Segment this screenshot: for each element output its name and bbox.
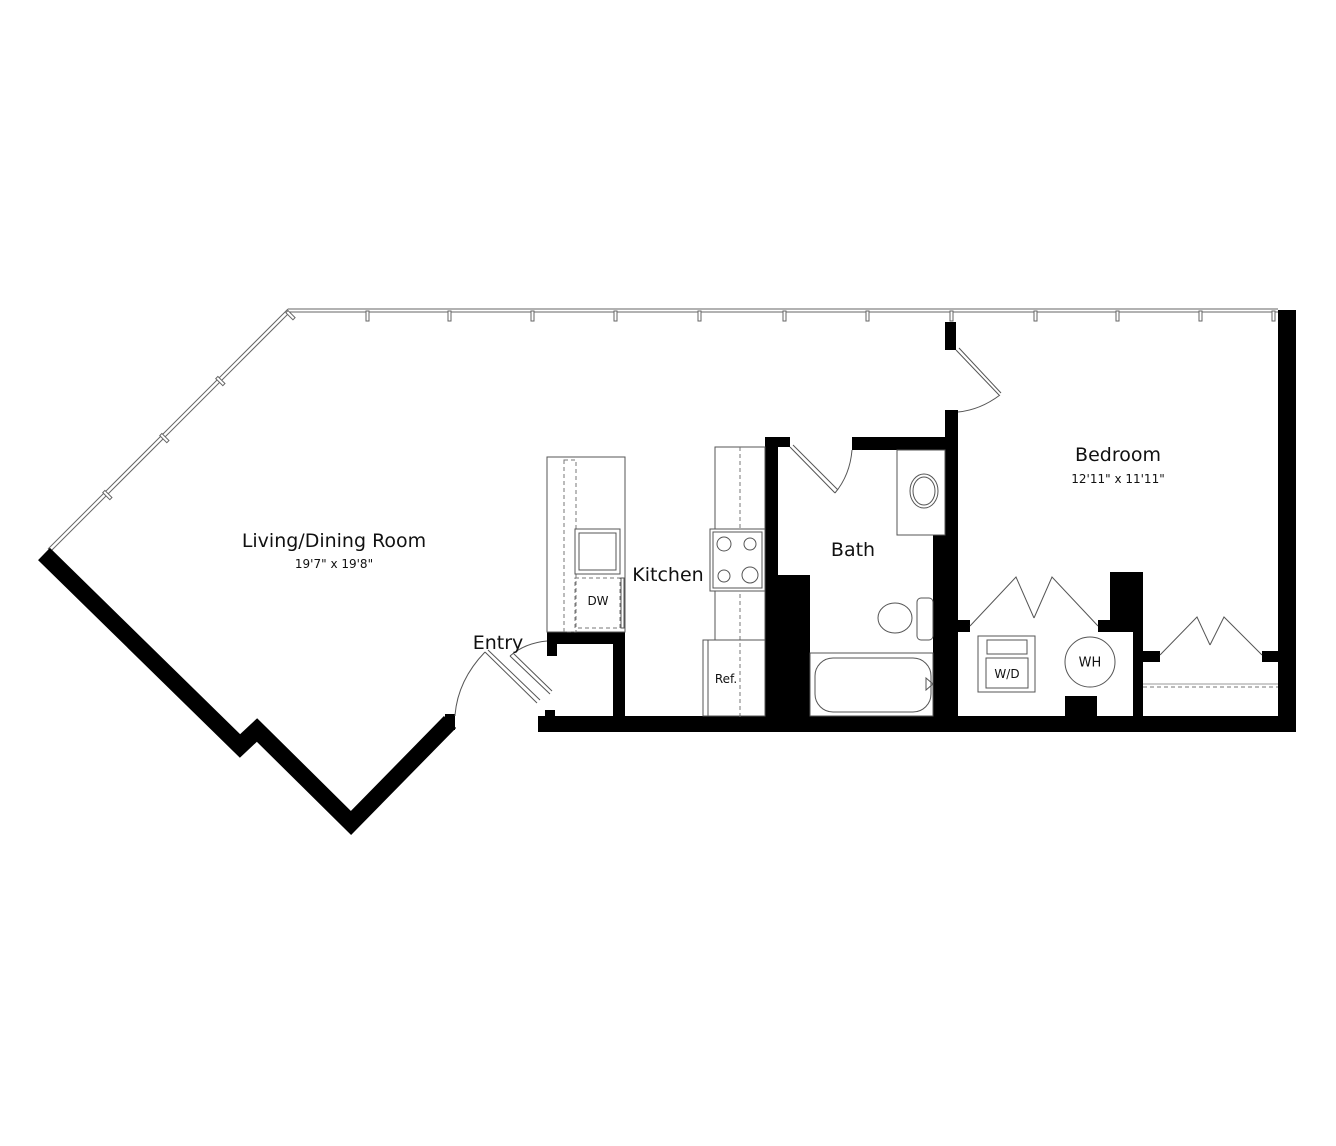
washer-dryer-label: W/D (994, 667, 1020, 681)
window-wall (47, 308, 1278, 552)
bathroom-sink (909, 473, 939, 509)
refrigerator-label: Ref. (714, 672, 738, 686)
toilet (877, 602, 913, 634)
bathtub (809, 652, 934, 717)
room-dimensions-bedroom: 12'11" x 11'11" (1071, 472, 1165, 486)
room-label-bath: Bath (830, 539, 876, 561)
room-label-bedroom: Bedroom (1075, 444, 1161, 466)
bath-fixtures (809, 449, 946, 717)
refrigerator (702, 639, 766, 717)
stove (709, 528, 766, 592)
room-label-kitchen: Kitchen (632, 564, 704, 586)
room-dimensions-living-dining: 19'7" x 19'8" (294, 557, 374, 571)
dishwasher (574, 577, 621, 629)
laundry (977, 635, 1278, 693)
room-label-living-dining: Living/Dining Room (241, 530, 427, 552)
walls (38, 310, 1296, 836)
water-heater-label: WH (1078, 655, 1102, 671)
room-label-entry: Entry (472, 632, 524, 654)
doors (454, 347, 1263, 716)
water-heater (1064, 636, 1116, 688)
dishwasher-label: DW (587, 594, 609, 608)
kitchen-sink (574, 528, 621, 575)
washer-dryer (977, 635, 1036, 693)
kitchen-counters (546, 446, 766, 718)
